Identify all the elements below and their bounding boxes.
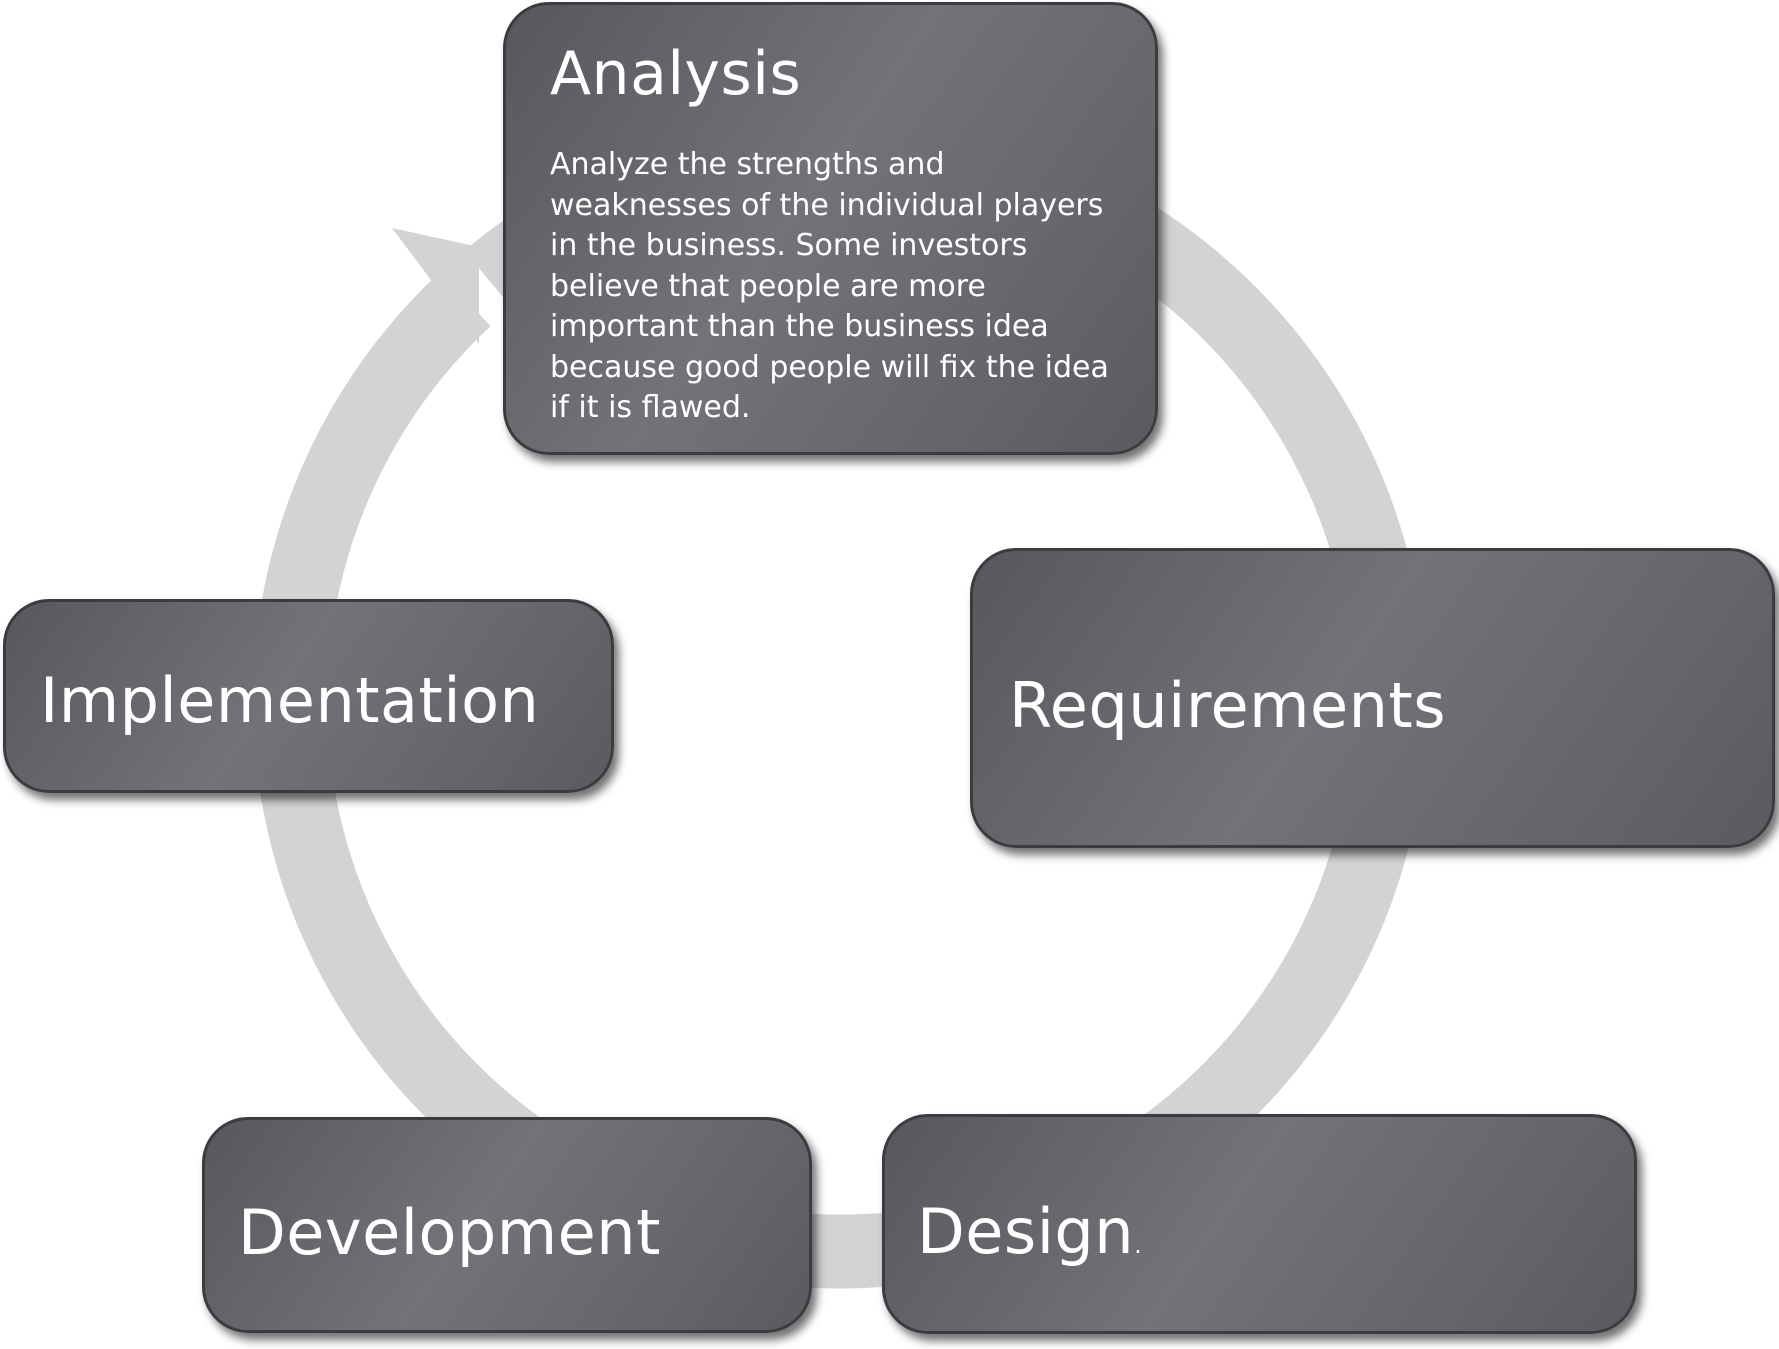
stage-development: Development: [202, 1117, 812, 1333]
stage-design-title: Design: [917, 1195, 1135, 1268]
stage-implementation-title: Implementation: [40, 664, 540, 737]
stage-requirements: Requirements: [970, 548, 1775, 848]
stage-analysis-description: Analyze the strengths and weaknesses of …: [550, 147, 1109, 425]
stage-implementation: Implementation: [3, 599, 614, 793]
stage-design-title-dot: .: [1134, 1231, 1143, 1259]
stage-analysis-title: Analysis: [550, 39, 802, 109]
stage-design: Design.: [882, 1114, 1637, 1334]
stage-development-title: Development: [238, 1196, 661, 1269]
stage-design-title-wrap: Design.: [917, 1195, 1142, 1268]
stage-analysis: Analysis Analyze the strengths and weakn…: [503, 2, 1158, 455]
cycle-arrowhead-icon: [392, 228, 479, 344]
stage-requirements-title: Requirements: [1009, 669, 1447, 742]
